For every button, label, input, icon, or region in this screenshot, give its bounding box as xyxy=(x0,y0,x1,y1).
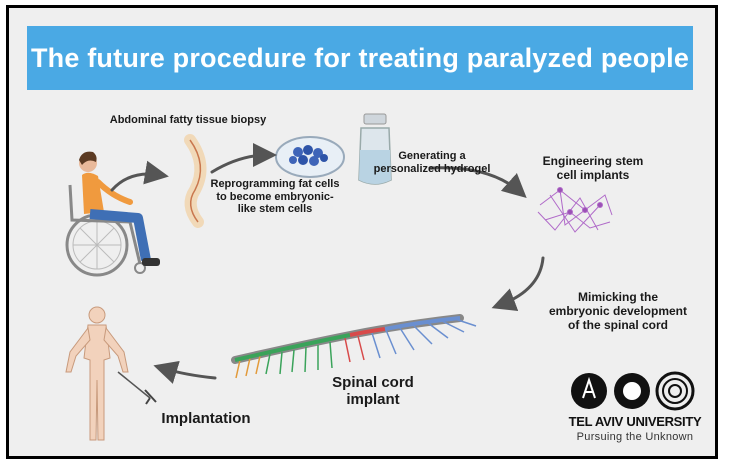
tau-logo-icon xyxy=(571,371,695,411)
label-biopsy: Abdominal fatty tissue biopsy xyxy=(109,114,267,126)
label-spinal-implant: Spinal cord implant xyxy=(332,374,414,409)
tau-logo-tagline: Pursuing the Unknown xyxy=(576,431,694,443)
stem-cell-network-icon xyxy=(537,187,613,233)
human-body-icon xyxy=(65,306,157,441)
tau-logo-text: TEL AVIV UNIVERSITY Pursuing the Unknown xyxy=(560,414,710,443)
spinal-cord-implant-icon xyxy=(231,314,477,379)
label-mimicking: Mimicking the embryonic development of t… xyxy=(548,290,688,332)
petri-dish-icon xyxy=(275,136,345,178)
wheelchair-person-icon xyxy=(65,151,160,277)
label-reprogramming: Reprogramming fat cells to become embryo… xyxy=(210,178,340,216)
label-hydrogel: Generating a personalized hydrogel xyxy=(373,150,491,175)
tau-logo-name: TEL AVIV UNIVERSITY xyxy=(568,414,702,429)
arrow-3 xyxy=(428,166,527,199)
fat-tissue-icon xyxy=(184,134,207,228)
arrow-5 xyxy=(153,360,217,384)
title-banner: The future procedure for treating paraly… xyxy=(27,26,693,90)
flow-arrows xyxy=(110,143,545,384)
label-engineering: Engineering stem cell implants xyxy=(542,154,644,182)
page-title: The future procedure for treating paraly… xyxy=(30,42,690,73)
arrow-2 xyxy=(210,143,277,174)
arrow-1 xyxy=(110,160,169,192)
vial-icon xyxy=(358,113,392,185)
label-implantation: Implantation xyxy=(161,410,251,427)
arrow-4 xyxy=(491,256,545,311)
